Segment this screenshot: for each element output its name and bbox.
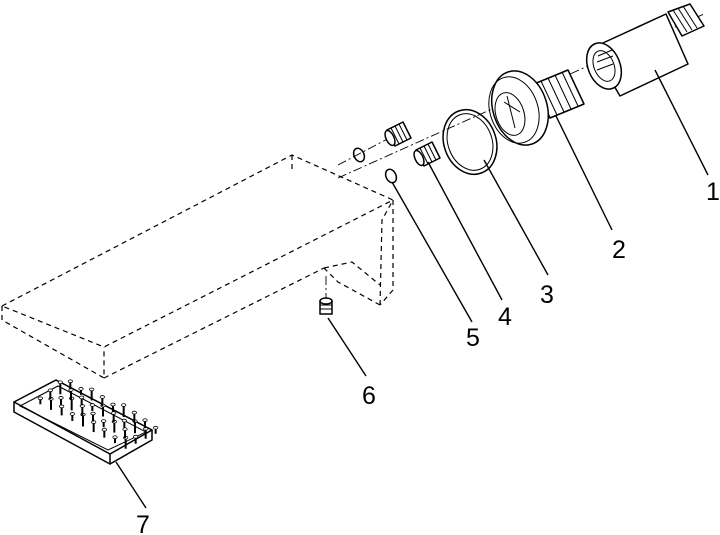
callout-6: 6: [362, 382, 376, 410]
callout-numbers: 1 2 3 4 5 6 7: [136, 178, 720, 535]
part-3-o-ring: [442, 108, 498, 176]
nozzle-cap: [121, 403, 127, 407]
callout-2: 2: [612, 236, 626, 264]
nozzle-cap: [89, 387, 95, 392]
part-4-threaded-inserts: [384, 121, 441, 167]
nozzle-cap: [111, 411, 117, 415]
nozzle-cap: [101, 419, 107, 423]
spray-nozzles: [37, 379, 159, 449]
part-1-extension-sleeve: [585, 3, 705, 97]
nozzle-cap: [101, 427, 107, 432]
callout-3: 3: [540, 281, 554, 309]
nozzle-cap: [110, 402, 116, 407]
callout-4: 4: [498, 303, 512, 331]
nozzle-cap: [47, 388, 53, 393]
nozzle-cap: [133, 434, 139, 439]
part-6-set-screw: [319, 297, 333, 315]
part-5-washers: [352, 147, 398, 184]
callout-1: 1: [706, 178, 720, 206]
nozzle-cap: [59, 404, 65, 409]
callout-7: 7: [136, 511, 150, 535]
callout-5: 5: [466, 324, 480, 352]
nozzle-cap: [69, 412, 75, 416]
nozzle-cap: [89, 403, 95, 407]
spout-body-outline: [0, 154, 395, 380]
nozzle-cap: [37, 396, 43, 401]
nozzle-cap: [121, 418, 127, 423]
nozzle-cap: [153, 425, 159, 430]
nozzle-cap: [79, 395, 85, 400]
nozzle-cap: [112, 435, 118, 439]
nozzle-cap: [90, 411, 96, 416]
nozzle-cap: [142, 418, 148, 422]
nozzle-cap: [99, 395, 105, 399]
nozzle-cap: [58, 396, 64, 400]
nozzle-cap: [67, 379, 73, 384]
leader-lines: [115, 69, 709, 509]
part-2-flange-connector: [488, 69, 585, 146]
nozzle-cap: [122, 427, 128, 431]
nozzle-cap: [78, 387, 84, 391]
nozzle-cap: [57, 380, 63, 385]
nozzle-cap: [131, 410, 137, 415]
part-7-spray-plate: [13, 379, 159, 465]
